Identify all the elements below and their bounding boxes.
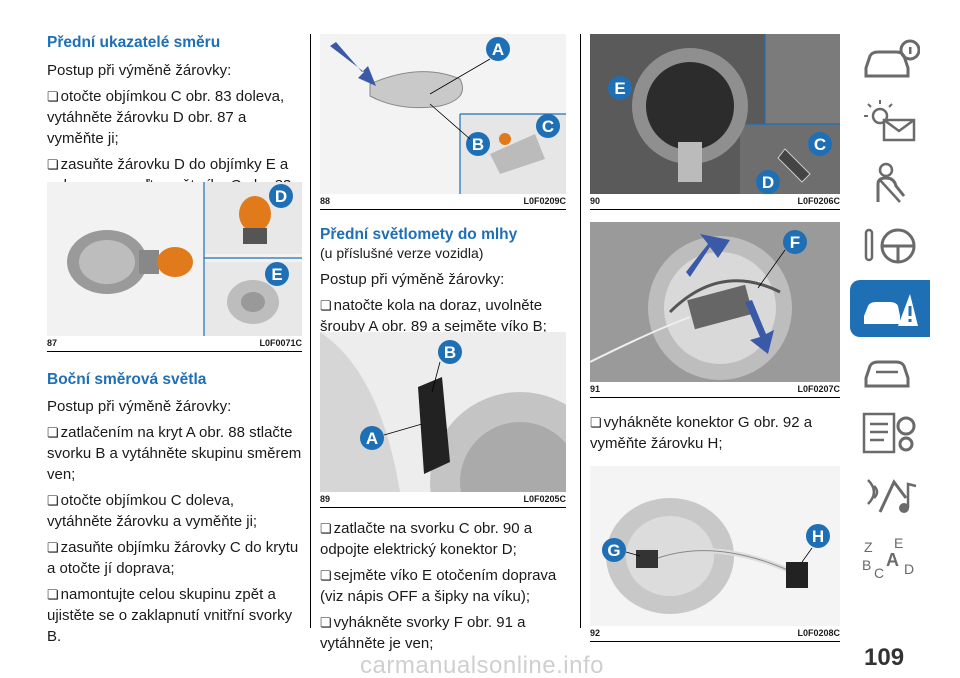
figure-number: 90: [590, 196, 601, 206]
safety-icon: [876, 162, 906, 203]
bullet-item: zasuňte objímku žárovky C do krytu a oto…: [47, 537, 302, 579]
callout-a: A: [366, 429, 378, 448]
index-letter: C: [874, 565, 884, 579]
tab-index[interactable]: Z E B A C D: [850, 528, 930, 585]
figure-code: L0F0071C: [259, 338, 302, 348]
figure-code: L0F0206C: [797, 196, 840, 206]
figure-code: L0F0208C: [797, 628, 840, 638]
heading-fog-lights: Přední světlomety do mlhy: [320, 226, 518, 243]
index-letter: Z: [864, 539, 873, 555]
column-1-lower: Boční směrová světla Postup při výměně ž…: [47, 370, 302, 652]
page-number: 109: [864, 644, 905, 671]
index-letter: D: [904, 561, 914, 577]
bullet-item: vyhákněte konektor G obr. 92 a vyměňte ž…: [590, 412, 840, 454]
callout-d: D: [762, 173, 774, 192]
callout-e: E: [614, 79, 625, 98]
side-indicator-illustration: A B C: [320, 34, 566, 194]
figure-number: 89: [320, 494, 331, 504]
chapter-tabs: Z E B A C D: [850, 32, 930, 590]
column-2-upper: Přední světlomety do mlhy (u příslušné v…: [320, 225, 566, 342]
figure-caption: 89 L0F0205C: [320, 492, 566, 504]
heading-front-indicators: Přední ukazatelé směru: [47, 34, 221, 51]
warning-lights-icon: [864, 100, 916, 142]
figure-caption: 91 L0F0207C: [590, 382, 840, 394]
bullet-item: vyhákněte svorky F obr. 91 a vytáhněte j…: [320, 612, 566, 654]
intro-text: Postup při výměně žárovky:: [320, 271, 505, 288]
technical-data-icon: [862, 412, 916, 454]
callout-e: E: [271, 265, 282, 284]
callout-b: B: [444, 343, 456, 362]
index-letter: B: [862, 557, 871, 573]
maintenance-icon: [864, 360, 910, 388]
intro-text: Postup při výměně žárovky:: [47, 398, 232, 415]
figure-code: L0F0205C: [523, 494, 566, 504]
figure-88: A B C 88 L0F0209C: [320, 34, 566, 210]
figure-number: 88: [320, 196, 331, 206]
wheel-arch-illustration: B A: [320, 332, 566, 492]
column-1: Přední ukazatelé směru Postup při výměně…: [47, 0, 302, 201]
figure-number: 87: [47, 338, 58, 348]
callout-c: C: [814, 135, 826, 154]
bullet-item: otočte objímkou C obr. 83 doleva, vytáhn…: [47, 86, 302, 149]
figure-code: L0F0207C: [797, 384, 840, 394]
callout-b: B: [472, 135, 484, 154]
callout-c: C: [542, 117, 554, 136]
bulb-socket-illustration: D E: [47, 182, 302, 336]
bullet-item: namontujte celou skupinu zpět a ujistěte…: [47, 584, 302, 647]
callout-h: H: [812, 527, 824, 546]
connector-bulb-illustration: G H: [590, 466, 840, 626]
tab-multimedia[interactable]: [850, 466, 930, 523]
tab-warning-lights[interactable]: [850, 94, 930, 151]
index-icon: Z E B A C D: [862, 535, 914, 579]
bullet-item: otočte objímkou C doleva, vytáhněte žáro…: [47, 490, 302, 532]
figure-number: 91: [590, 384, 601, 394]
figure-caption: 90 L0F0206C: [590, 194, 840, 206]
bullet-item: zatlačením na kryt A obr. 88 stlačte svo…: [47, 422, 302, 485]
bullet-item: sejměte víko E otočením doprava (viz náp…: [320, 565, 566, 607]
index-letter: A: [886, 550, 899, 570]
bullet-item: natočte kola na doraz, uvolněte šrouby A…: [320, 295, 566, 337]
callout-d: D: [275, 187, 287, 206]
callout-f: F: [790, 233, 800, 252]
tab-safety[interactable]: [850, 156, 930, 213]
callout-a: A: [492, 40, 504, 59]
figure-89: B A 89 L0F0205C: [320, 332, 566, 508]
index-letter: E: [894, 535, 903, 551]
figure-code: L0F0209C: [523, 196, 566, 206]
column-divider: [310, 34, 311, 628]
figure-90: E C D 90 L0F0206C: [590, 34, 840, 210]
subheading: (u příslušné verze vozidla): [320, 245, 484, 261]
headlamp-cover-illustration: E C D: [590, 34, 840, 194]
emergency-icon: [864, 294, 918, 326]
tab-car-info[interactable]: [850, 32, 930, 89]
column-divider: [580, 34, 581, 628]
tab-starting-driving[interactable]: [850, 218, 930, 275]
column-3-text: vyhákněte konektor G obr. 92 a vyměňte ž…: [590, 412, 840, 459]
column-2-lower: zatlačte na svorku C obr. 90 a odpojte e…: [320, 518, 566, 659]
figure-caption: 88 L0F0209C: [320, 194, 566, 206]
figure-caption: 87 L0F0071C: [47, 336, 302, 348]
callout-g: G: [607, 541, 620, 560]
starting-driving-icon: [864, 228, 916, 264]
intro-text: Postup při výměně žárovky:: [47, 62, 232, 79]
tab-technical-data[interactable]: [850, 404, 930, 461]
tab-emergency[interactable]: [850, 280, 930, 337]
figure-92: G H 92 L0F0208C: [590, 466, 840, 642]
figure-91: F 91 L0F0207C: [590, 222, 840, 398]
watermark: carmanualsonline.info: [360, 652, 604, 678]
figure-caption: 92 L0F0208C: [590, 626, 840, 638]
car-info-icon: [864, 39, 920, 78]
heading-side-indicators: Boční směrová světla: [47, 371, 207, 388]
multimedia-icon: [867, 479, 917, 513]
bullet-item: zatlačte na svorku C obr. 90 a odpojte e…: [320, 518, 566, 560]
figure-number: 92: [590, 628, 601, 638]
bulb-clip-illustration: F: [590, 222, 840, 382]
figure-87: D E 87 L0F0071C: [47, 182, 302, 352]
tab-maintenance[interactable]: [850, 342, 930, 399]
